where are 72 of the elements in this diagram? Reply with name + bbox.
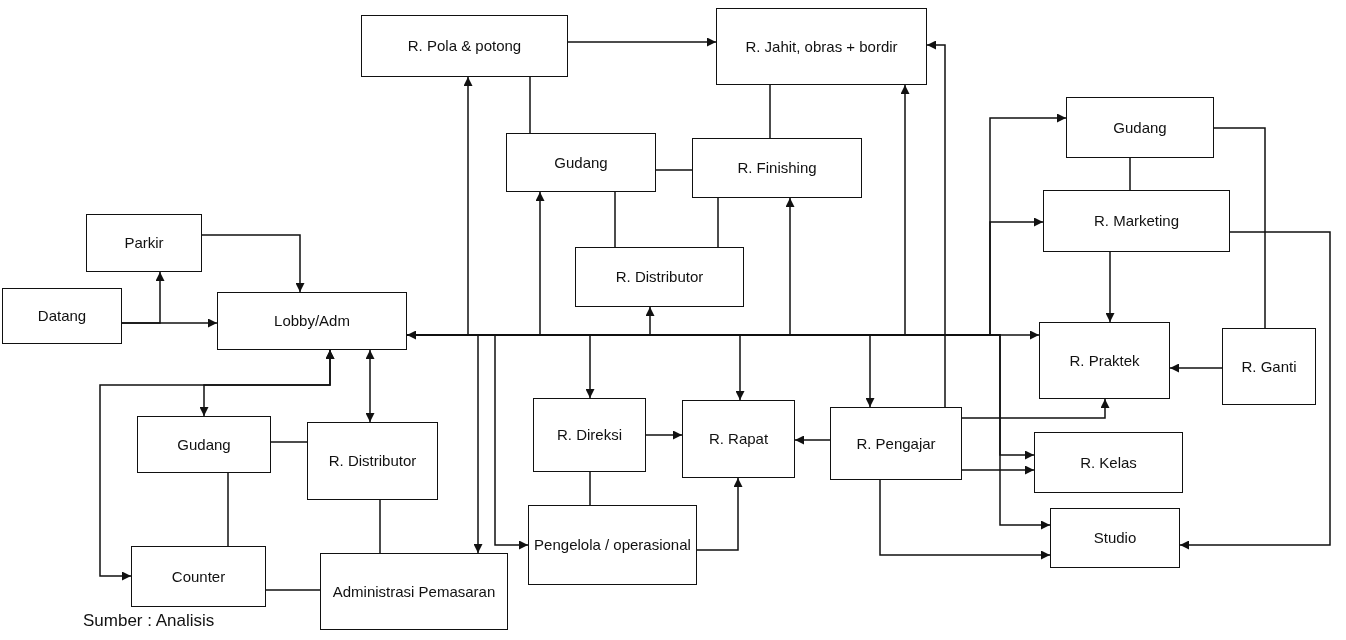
room-box — [137, 416, 271, 473]
room-label: Counter — [171, 566, 226, 587]
room-label: Administrasi Pemasaran — [332, 581, 496, 602]
room-box — [307, 422, 438, 500]
room-box — [86, 214, 202, 272]
room-label: Gudang — [1113, 117, 1167, 138]
connector-line — [614, 191, 616, 248]
arrow — [961, 465, 1035, 475]
arrow — [696, 477, 743, 551]
room-label: R. Praktek — [1069, 350, 1140, 371]
room-box — [217, 292, 407, 350]
room-box — [575, 247, 744, 307]
room-box — [830, 407, 962, 480]
room-label: Pengelola / operasional — [534, 535, 691, 555]
arrow — [201, 234, 305, 293]
room-label: Studio — [1093, 528, 1137, 548]
arrow — [1179, 231, 1331, 550]
room-label: R. Pola & potong — [407, 36, 522, 56]
room-box — [361, 15, 568, 77]
connector-line — [270, 441, 308, 443]
room-box — [533, 398, 646, 472]
room-box — [682, 400, 795, 478]
room-box — [1066, 97, 1214, 158]
room-label: R. Rapat — [708, 429, 769, 449]
room-box — [506, 133, 656, 192]
arrow — [645, 430, 683, 440]
room-label: R. Jahit, obras + bordir — [745, 36, 898, 57]
room-label: Gudang — [554, 152, 608, 173]
room-box — [320, 553, 508, 630]
room-label: Lobby/Adm — [274, 311, 350, 331]
room-label: R. Marketing — [1094, 211, 1179, 231]
connector-line — [589, 471, 591, 506]
room-label: R. Finishing — [737, 158, 817, 178]
room-label: R. Distributor — [615, 267, 704, 287]
room-box — [131, 546, 266, 607]
arrow — [1169, 363, 1223, 373]
room-box — [1043, 190, 1230, 252]
connector-line — [265, 589, 321, 591]
room-label: R. Kelas — [1080, 452, 1137, 473]
room-box — [692, 138, 862, 198]
arrow — [1105, 251, 1115, 323]
room-label: Parkir — [124, 233, 164, 253]
room-box — [716, 8, 927, 85]
arrow — [121, 271, 165, 324]
room-label: Datang — [37, 306, 87, 326]
connector-line — [1213, 127, 1266, 329]
arrow — [879, 479, 1051, 560]
room-label: R. Ganti — [1241, 356, 1297, 377]
connector-line — [227, 472, 229, 547]
room-box — [2, 288, 122, 344]
room-label: Gudang — [177, 434, 231, 455]
source-note: Sumber : Analisis — [83, 611, 215, 631]
arrow — [99, 349, 335, 581]
arrow — [926, 40, 946, 408]
room-box — [1222, 328, 1316, 405]
room-box — [528, 505, 697, 585]
room-box — [1039, 322, 1170, 399]
arrow — [794, 435, 831, 445]
room-label: R. Direksi — [557, 425, 622, 445]
connector-line — [717, 197, 719, 248]
room-label: R. Distributor — [328, 451, 417, 471]
room-box — [1034, 432, 1183, 493]
room-box — [1050, 508, 1180, 568]
connector-line — [1129, 157, 1131, 191]
arrow — [961, 398, 1110, 419]
connector-line — [769, 84, 771, 139]
connector-line — [529, 76, 531, 134]
connector-line — [379, 499, 381, 554]
room-label: R. Pengajar — [856, 433, 936, 454]
connector-line — [655, 169, 693, 171]
arrow — [567, 37, 717, 47]
arrow — [365, 349, 375, 423]
